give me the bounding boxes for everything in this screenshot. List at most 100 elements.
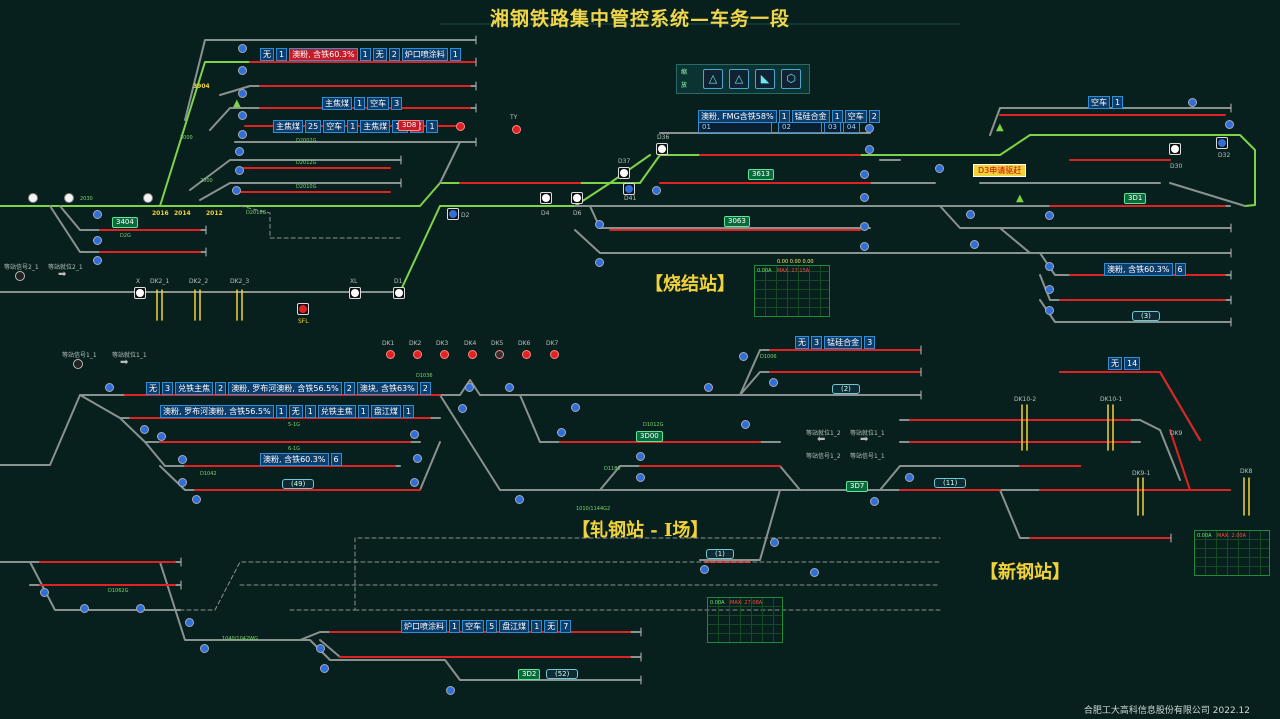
signal-blue[interactable] bbox=[40, 588, 49, 597]
hex-icon[interactable]: ⬡ bbox=[781, 69, 801, 89]
dk-signal[interactable] bbox=[440, 350, 449, 359]
signal-red-ty[interactable] bbox=[512, 125, 521, 134]
track-count[interactable]: (3) bbox=[1132, 311, 1160, 321]
signal-box-d36[interactable] bbox=[656, 143, 668, 155]
signal-blue[interactable] bbox=[320, 664, 329, 673]
signal-icon[interactable]: △ bbox=[729, 69, 749, 89]
signal-blue[interactable] bbox=[80, 604, 89, 613]
signal-blue[interactable] bbox=[636, 473, 645, 482]
signal-box-d32[interactable] bbox=[1216, 137, 1228, 149]
track-count[interactable]: (11) bbox=[934, 478, 967, 488]
signal-blue[interactable] bbox=[700, 565, 709, 574]
signal-blue[interactable] bbox=[410, 478, 419, 487]
signal-blue[interactable] bbox=[860, 222, 869, 231]
signal-blue[interactable] bbox=[860, 170, 869, 179]
signal-box-d41[interactable] bbox=[623, 183, 635, 195]
signal-blue[interactable] bbox=[652, 186, 661, 195]
signal-white[interactable] bbox=[28, 193, 38, 203]
signal-blue[interactable] bbox=[770, 538, 779, 547]
signal-box-d4[interactable] bbox=[540, 192, 552, 204]
signal-blue[interactable] bbox=[458, 404, 467, 413]
signal-box-d30[interactable] bbox=[1169, 143, 1181, 155]
wait-signal[interactable] bbox=[73, 359, 83, 369]
signal-white[interactable] bbox=[64, 193, 74, 203]
signal-blue[interactable] bbox=[515, 495, 524, 504]
signal-blue[interactable] bbox=[192, 495, 201, 504]
signal-blue[interactable] bbox=[905, 473, 914, 482]
signal-blue[interactable] bbox=[136, 604, 145, 613]
train-tag[interactable]: 3D8 bbox=[398, 120, 421, 131]
signal-blue[interactable] bbox=[865, 145, 874, 154]
signal-blue[interactable] bbox=[238, 130, 247, 139]
signal-blue[interactable] bbox=[178, 478, 187, 487]
cargo-box[interactable]: 澳粉, 含铁60.3%6 bbox=[260, 453, 342, 466]
signal-blue[interactable] bbox=[446, 686, 455, 695]
signal-blue[interactable] bbox=[93, 236, 102, 245]
signal-blue[interactable] bbox=[232, 186, 241, 195]
signal-blue[interactable] bbox=[595, 220, 604, 229]
train-tag[interactable]: 3063 bbox=[724, 216, 750, 227]
signal-blue[interactable] bbox=[636, 452, 645, 461]
signal-blue[interactable] bbox=[935, 164, 944, 173]
signal-blue[interactable] bbox=[238, 44, 247, 53]
signal-blue[interactable] bbox=[235, 147, 244, 156]
signal-blue[interactable] bbox=[93, 256, 102, 265]
signal-blue[interactable] bbox=[769, 378, 778, 387]
signal-blue[interactable] bbox=[140, 425, 149, 434]
signal-blue[interactable] bbox=[860, 242, 869, 251]
dk-signal[interactable] bbox=[468, 350, 477, 359]
signal-blue[interactable] bbox=[157, 432, 166, 441]
signal-blue[interactable] bbox=[185, 618, 194, 627]
cargo-box[interactable]: 澳粉, 含铁60.3%6 bbox=[1104, 263, 1186, 276]
signal-blue[interactable] bbox=[238, 89, 247, 98]
signal-blue[interactable] bbox=[93, 210, 102, 219]
signal-blue[interactable] bbox=[966, 210, 975, 219]
signal-box-d1[interactable] bbox=[393, 287, 405, 299]
signal-box-sfl[interactable] bbox=[297, 303, 309, 315]
signal-blue[interactable] bbox=[505, 383, 514, 392]
signal-blue[interactable] bbox=[1045, 285, 1054, 294]
signal-blue[interactable] bbox=[105, 383, 114, 392]
dk-signal[interactable] bbox=[550, 350, 559, 359]
signal-blue[interactable] bbox=[413, 454, 422, 463]
signal-box-x[interactable] bbox=[134, 287, 146, 299]
signal-blue[interactable] bbox=[1045, 262, 1054, 271]
track-count[interactable]: (49) bbox=[282, 479, 315, 489]
route-request-notice[interactable]: D3申请驱赶 bbox=[973, 164, 1027, 177]
wait-signal[interactable] bbox=[15, 271, 25, 281]
signal-white[interactable] bbox=[143, 193, 153, 203]
signal-blue[interactable] bbox=[465, 383, 474, 392]
signal-blue[interactable] bbox=[810, 568, 819, 577]
signal-blue[interactable] bbox=[860, 193, 869, 202]
signal-box-xl[interactable] bbox=[349, 287, 361, 299]
signal-box-d37[interactable] bbox=[618, 167, 630, 179]
signal-blue[interactable] bbox=[865, 124, 874, 133]
slope-icon[interactable]: ◣ bbox=[755, 69, 775, 89]
signal-box-d2[interactable] bbox=[447, 208, 459, 220]
signal-blue[interactable] bbox=[316, 644, 325, 653]
signal-blue[interactable] bbox=[970, 240, 979, 249]
signal-blue[interactable] bbox=[739, 352, 748, 361]
dk-signal[interactable] bbox=[495, 350, 504, 359]
track-count[interactable]: (1) bbox=[706, 549, 734, 559]
dk-signal[interactable] bbox=[386, 350, 395, 359]
train-tag[interactable]: 3613 bbox=[748, 169, 774, 180]
signal-blue[interactable] bbox=[1045, 306, 1054, 315]
dk-signal[interactable] bbox=[413, 350, 422, 359]
signal-blue[interactable] bbox=[1045, 211, 1054, 220]
train-tag[interactable]: 3D7 bbox=[846, 481, 869, 492]
train-tag[interactable]: 3404 bbox=[112, 217, 138, 228]
signal-blue[interactable] bbox=[238, 66, 247, 75]
track-count[interactable]: (52) bbox=[546, 669, 579, 679]
signal-blue[interactable] bbox=[178, 455, 187, 464]
signal-red[interactable] bbox=[456, 122, 465, 131]
signal-blue[interactable] bbox=[704, 383, 713, 392]
